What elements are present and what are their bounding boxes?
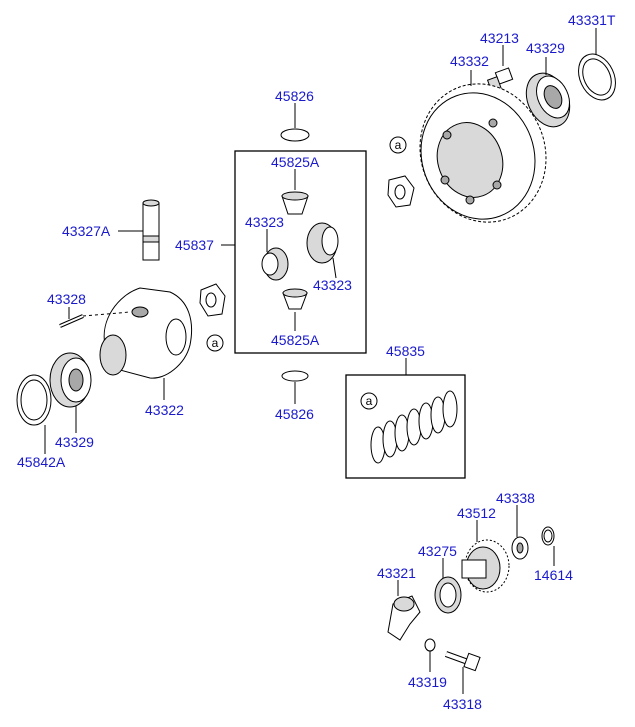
pinion-gear-45825A-top <box>281 191 309 215</box>
gasket-a-left <box>199 283 226 317</box>
svg-text:a: a <box>366 394 373 408</box>
taper-bearing-43329-bottom <box>49 352 92 408</box>
label-43327A[interactable]: 43327A <box>62 223 111 239</box>
gear-set-frame-45837 <box>234 150 367 354</box>
callout-a-spring: a <box>360 392 378 410</box>
washer-43319 <box>424 638 436 652</box>
washer-45826-bottom <box>281 370 309 382</box>
svg-text:a: a <box>212 336 219 350</box>
pinion-shaft-43327A <box>142 199 160 261</box>
gasket-a-top <box>387 175 415 208</box>
diff-case-43322 <box>99 287 193 379</box>
label-43338[interactable]: 43338 <box>496 490 535 506</box>
callout-a-top: a <box>389 136 407 154</box>
label-43323-right[interactable]: 43323 <box>313 277 352 293</box>
label-43323-left[interactable]: 43323 <box>245 214 284 230</box>
label-43213[interactable]: 43213 <box>480 30 519 46</box>
label-43512[interactable]: 43512 <box>457 505 496 521</box>
label-43328[interactable]: 43328 <box>47 291 86 307</box>
label-14614[interactable]: 14614 <box>534 567 573 583</box>
label-45825A-bottom[interactable]: 45825A <box>271 332 320 348</box>
label-43321[interactable]: 43321 <box>377 565 416 581</box>
pinion-gear-45825A-bottom <box>282 288 308 310</box>
washer-43338 <box>511 536 529 560</box>
label-45825A-top[interactable]: 45825A <box>271 154 320 170</box>
side-gear-43323-right <box>306 222 339 264</box>
label-43332[interactable]: 43332 <box>450 53 489 69</box>
label-43331T[interactable]: 43331T <box>568 12 616 28</box>
label-43329-top[interactable]: 43329 <box>526 40 565 56</box>
label-45842A[interactable]: 45842A <box>17 454 66 470</box>
bearing-shim-45842A <box>16 374 52 426</box>
snap-ring-14614 <box>541 526 555 546</box>
label-43329-bottom[interactable]: 43329 <box>55 434 94 450</box>
taper-bearing-43329-top <box>525 72 571 128</box>
label-45837[interactable]: 45837 <box>175 237 214 253</box>
bolt-43318 <box>444 651 481 672</box>
leader-lines <box>44 28 597 694</box>
ring-gear-43332 <box>419 83 547 223</box>
spring-coil <box>370 390 458 464</box>
label-43322[interactable]: 43322 <box>145 402 184 418</box>
lock-pin-43328 <box>59 314 84 328</box>
bearing-shim-43331T <box>578 53 616 101</box>
driven-gear-housing-43321 <box>387 595 421 641</box>
svg-text:a: a <box>395 138 402 152</box>
label-43319[interactable]: 43319 <box>408 674 447 690</box>
label-43275[interactable]: 43275 <box>418 543 457 559</box>
label-45826-bottom[interactable]: 45826 <box>275 406 314 422</box>
washer-45826-top <box>280 128 310 142</box>
side-gear-43323-left <box>261 247 289 281</box>
label-45835[interactable]: 45835 <box>386 343 425 359</box>
callout-a-left: a <box>206 334 224 352</box>
speedo-gear-43512 <box>461 539 510 593</box>
label-43318[interactable]: 43318 <box>443 696 482 712</box>
label-45826-top[interactable]: 45826 <box>275 88 314 104</box>
bearing-43275 <box>434 576 462 614</box>
